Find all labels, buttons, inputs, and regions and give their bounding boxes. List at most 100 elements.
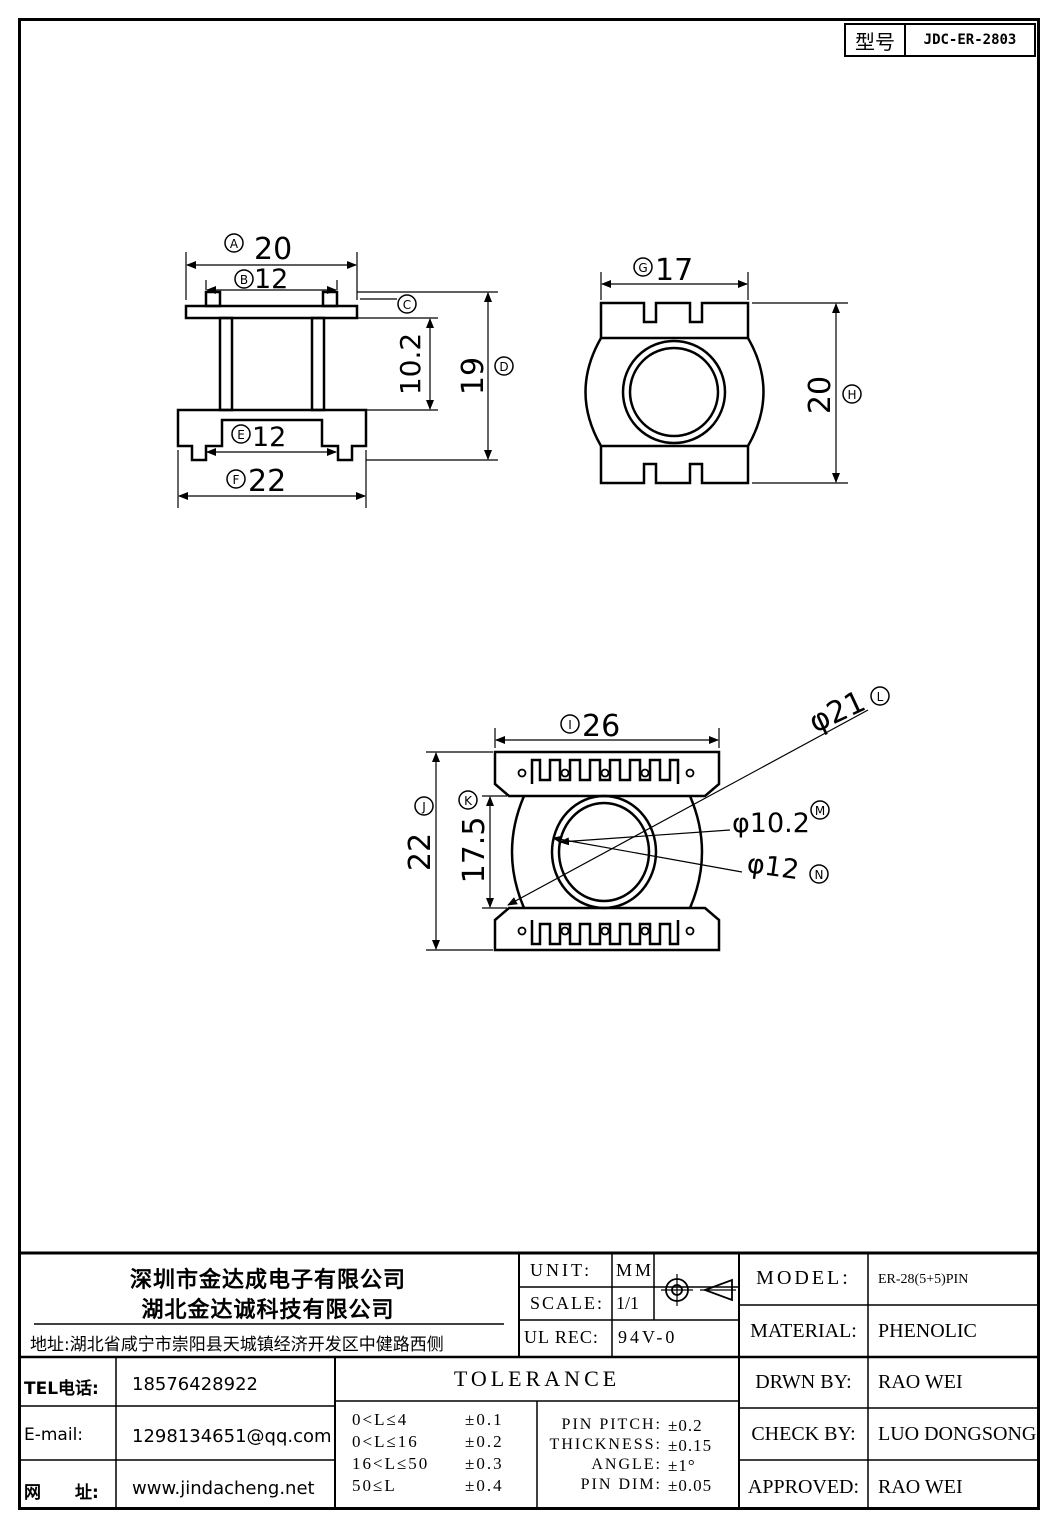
label-letter-d: D — [499, 360, 508, 374]
pin-hole — [517, 926, 527, 936]
bottom-view-top-slots — [530, 758, 680, 784]
front-view-inner-circle — [628, 346, 720, 438]
label-letter-n: N — [815, 868, 824, 882]
front-view-top-flange — [599, 301, 750, 340]
dim-a-value: 20 — [254, 232, 292, 267]
bottom-view-labels: I 26 J 22 K 17.5 φ21 L φ10.2 M φ12 N — [403, 684, 890, 886]
front-view-bottom-flange — [599, 444, 750, 485]
front-view-arc-right — [746, 337, 765, 447]
tolerance-other-value: ±0.2 — [668, 1416, 703, 1435]
bottom-view — [426, 709, 869, 952]
label-letter-h: H — [847, 388, 856, 402]
tolerance-title: TOLERANCE — [453, 1366, 621, 1391]
label-circle-c — [397, 294, 417, 314]
side-view-base — [176, 408, 368, 462]
dim-f-value: 22 — [248, 464, 286, 499]
model-label: MODEL: — [756, 1267, 851, 1289]
tolerance-range: 50≤L — [352, 1476, 397, 1495]
label-letter-c: C — [403, 298, 411, 312]
pin-hole — [640, 926, 650, 936]
label-circle-h — [842, 384, 862, 404]
dim-j-value: 22 — [403, 833, 438, 871]
label-letter-k: K — [464, 794, 473, 808]
side-view-top-flange — [184, 304, 359, 320]
label-letter-b: B — [240, 273, 248, 287]
tolerance-other-value: ±1° — [668, 1456, 696, 1475]
web-label: 网 址: — [24, 1483, 99, 1503]
unit-label: UNIT: — [530, 1260, 593, 1280]
label-letter-g: G — [638, 261, 647, 275]
pin-hole — [600, 768, 610, 778]
bottom-view-outer-ellipse — [550, 794, 658, 910]
label-circle-j — [414, 796, 434, 816]
tolerance-value: ±0.1 — [465, 1410, 504, 1429]
dim-h-value: 20 — [803, 376, 838, 414]
bottom-view-arc-right — [688, 795, 704, 909]
label-letter-m: M — [815, 804, 825, 818]
ul-value: 94V-0 — [618, 1327, 678, 1347]
model-number-box: 型号 JDC-ER-2803 — [844, 23, 1036, 57]
dim-l-value: φ21 — [804, 684, 871, 740]
bottom-view-bottom-bar — [493, 906, 721, 952]
label-circle-n — [809, 864, 829, 884]
drawn-by-label: DRWN BY: — [755, 1371, 852, 1393]
side-view-column-left — [218, 316, 234, 412]
drawn-by-value: RAO WEI — [878, 1371, 963, 1393]
label-letter-a: A — [230, 237, 239, 251]
bottom-view-arc-left — [510, 795, 526, 909]
dim-10-2-value: 10.2 — [394, 333, 427, 395]
label-circle-e — [231, 424, 251, 444]
dim-m-value: φ10.2 — [732, 808, 810, 839]
check-by-label: CHECK BY: — [751, 1423, 856, 1445]
tel-value: 18576428922 — [132, 1374, 258, 1395]
side-view-column-right — [310, 316, 326, 412]
tolerance-other-label: THICKNESS: — [549, 1436, 662, 1453]
side-view — [176, 252, 498, 508]
label-circle-k — [458, 790, 478, 810]
tolerance-range: 0<L≤16 — [352, 1432, 419, 1451]
dim-n-value: φ12 — [745, 848, 801, 886]
bottom-view-inner-ellipse — [557, 801, 651, 903]
label-circle-a — [224, 233, 244, 253]
material-label: MATERIAL: — [750, 1320, 857, 1342]
company-name-1: 深圳市金达成电子有限公司 — [129, 1268, 406, 1293]
dim-b-value: 12 — [254, 264, 288, 295]
tel-label: TEL电话: — [24, 1379, 99, 1399]
projection-symbol-icon — [661, 1274, 736, 1306]
scale-label: SCALE: — [530, 1293, 605, 1313]
tolerance-value: ±0.2 — [465, 1432, 504, 1451]
bottom-view-top-bar — [493, 750, 721, 798]
dim-i-value: 26 — [582, 709, 620, 744]
label-circle-l — [870, 686, 890, 706]
ul-label: UL REC: — [524, 1327, 599, 1347]
tolerance-other-value: ±0.15 — [668, 1436, 713, 1455]
scale-value: 1/1 — [616, 1293, 640, 1313]
label-circle-i — [560, 714, 580, 734]
dim-k-value: 17.5 — [457, 817, 492, 884]
tolerance-range: 0<L≤4 — [352, 1410, 409, 1429]
label-letter-f: F — [233, 473, 240, 487]
label-circle-g — [633, 257, 653, 277]
unit-value: MM — [616, 1260, 655, 1280]
drawing-frame — [18, 18, 1040, 1510]
front-view-labels: G 17 20 H — [633, 253, 862, 414]
tolerance-other-label: ANGLE: — [591, 1456, 662, 1473]
side-view-top-pin-left — [204, 290, 222, 308]
tolerance-value: ±0.3 — [465, 1454, 504, 1473]
pin-hole — [560, 926, 570, 936]
dim-g-value: 17 — [655, 253, 693, 288]
front-view-arc-left — [584, 337, 603, 447]
pin-hole — [517, 768, 527, 778]
company-name-2: 湖北金达诚科技有限公司 — [141, 1298, 395, 1323]
model-number-value: JDC-ER-2803 — [923, 32, 1017, 48]
label-circle-m — [810, 800, 830, 820]
label-letter-j: J — [421, 800, 426, 814]
tolerance-other-label: PIN DIM: — [580, 1476, 662, 1493]
label-letter-l: L — [877, 690, 884, 704]
email-value: 1298134651@qq.com — [132, 1426, 332, 1447]
side-view-labels: A 20 B 12 C 10.2 19 D E 12 F 22 — [224, 232, 514, 499]
approved-label: APPROVED: — [747, 1476, 860, 1498]
pin-hole — [560, 768, 570, 778]
pin-hole — [685, 926, 695, 936]
